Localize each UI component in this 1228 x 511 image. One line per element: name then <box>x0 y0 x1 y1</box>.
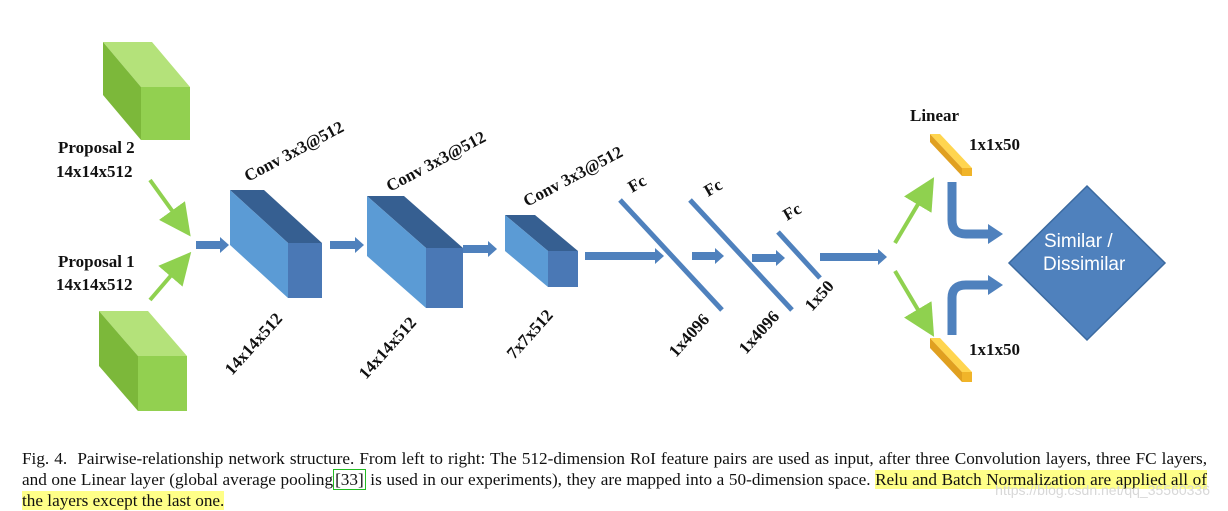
fc1-output: 1x4096 <box>665 310 713 361</box>
bent-arrow-top-head <box>988 224 1003 244</box>
fc2-label: Fc <box>701 175 726 201</box>
green-arrow-to-linear-bottom <box>893 269 935 337</box>
caption-text-part1: Pairwise-relationship network structure.… <box>22 449 1208 489</box>
decision-label-line1: Similar / <box>1044 231 1113 252</box>
caption-citation-link[interactable]: [33] <box>333 469 366 490</box>
linear-block-bottom <box>930 338 972 382</box>
green-arrow-to-linear-top <box>893 177 935 245</box>
linear-bottom-output: 1x1x50 <box>969 340 1020 359</box>
fc-line-2 <box>688 198 794 312</box>
green-arrow-proposal-2 <box>148 178 191 237</box>
input-block-proposal-2 <box>103 42 190 140</box>
linear-label: Linear <box>910 106 960 125</box>
proposal-1-name: Proposal 1 <box>58 252 135 271</box>
input-block-proposal-1 <box>99 311 187 411</box>
fc-line-1 <box>618 198 724 312</box>
watermark: https://blog.csdn.net/qq_35560336 <box>995 482 1210 498</box>
network-diagram: Proposal 2 14x14x512 Proposal 1 14x14x51… <box>56 42 1167 411</box>
linear-block-top <box>930 134 972 176</box>
conv1-output: 14x14x512 <box>221 309 286 379</box>
arrow-to-conv2 <box>330 237 364 253</box>
arrow-to-linear <box>820 249 887 265</box>
bent-arrow-bottom-head <box>988 275 1003 295</box>
proposal-1-dims: 14x14x512 <box>56 275 133 294</box>
proposal-2-dims: 14x14x512 <box>56 162 133 181</box>
conv-block-1 <box>230 190 322 298</box>
arrow-to-fc2 <box>692 248 724 264</box>
conv3-output: 7x7x512 <box>503 306 557 363</box>
decision-label-line2: Dissimilar <box>1043 254 1126 275</box>
caption-text-part2: is used in our experiments), they are ma… <box>365 470 876 489</box>
conv2-label: Conv 3x3@512 <box>383 127 489 195</box>
fc-line-3 <box>776 230 822 280</box>
decision-diamond <box>1007 184 1167 342</box>
conv-block-3 <box>505 215 578 287</box>
linear-top-output: 1x1x50 <box>969 135 1020 154</box>
arrow-to-conv1 <box>196 237 229 253</box>
arrow-to-fc1 <box>585 248 664 264</box>
conv-block-2 <box>367 196 463 308</box>
arrow-to-fc3 <box>752 250 785 266</box>
green-arrow-proposal-1 <box>148 251 192 302</box>
caption-prefix: Fig. 4. <box>22 449 68 468</box>
figure-caption: Fig. 4. Pairwise-relationship network st… <box>22 448 1207 511</box>
bent-arrow-bottom <box>947 280 990 335</box>
conv3-label: Conv 3x3@512 <box>520 142 626 210</box>
conv2-output: 14x14x512 <box>355 313 420 383</box>
proposal-2-name: Proposal 2 <box>58 138 135 157</box>
fc1-label: Fc <box>625 171 650 197</box>
conv1-label: Conv 3x3@512 <box>241 117 347 185</box>
arrow-to-conv3 <box>463 241 497 257</box>
fc3-label: Fc <box>780 199 805 225</box>
fc3-output: 1x50 <box>801 277 838 315</box>
fc2-output: 1x4096 <box>735 307 783 358</box>
bent-arrow-top <box>947 182 990 239</box>
